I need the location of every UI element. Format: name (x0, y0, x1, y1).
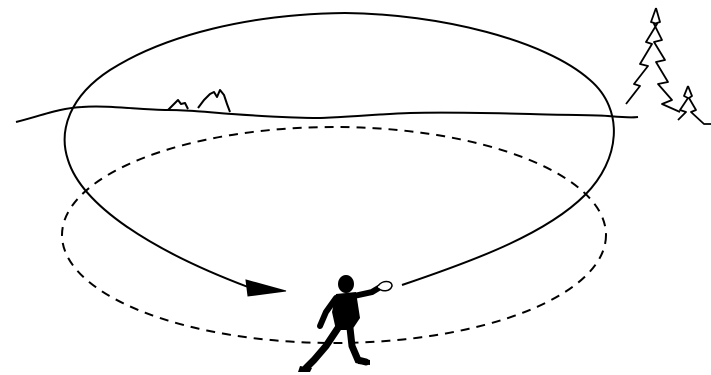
horizon-line (16, 107, 638, 122)
throwing-person (298, 275, 392, 372)
pine-trees (626, 8, 711, 124)
person-right-leg (350, 328, 366, 362)
tall-pine-tree (654, 8, 680, 112)
small-pine-tree (678, 86, 711, 124)
person-left-leg (306, 328, 338, 368)
person-head (338, 275, 354, 293)
distant-hills (168, 90, 230, 112)
thrown-object (378, 282, 392, 291)
direction-arrowhead (246, 280, 286, 296)
orbit-loop-solid (65, 13, 614, 287)
person-right-shoe (358, 358, 370, 365)
tall-pine-tree-left (626, 8, 657, 104)
